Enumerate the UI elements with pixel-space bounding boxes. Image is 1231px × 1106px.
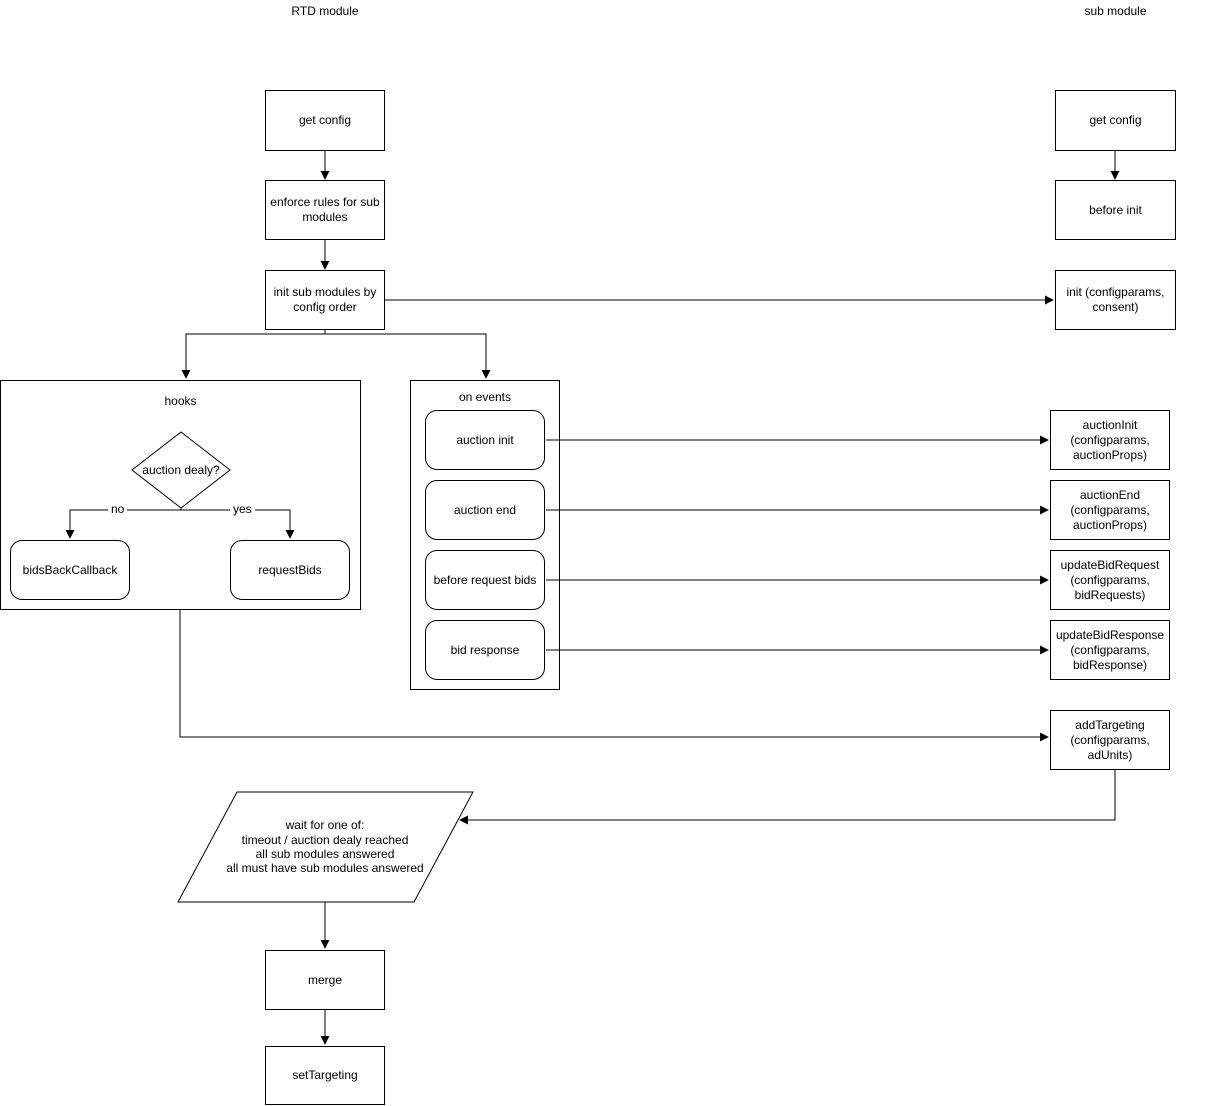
auction-end-node: auction end <box>425 480 545 540</box>
bids-back-callback-node: bidsBackCallback <box>10 540 130 600</box>
sub-auction-init-node: auctionInit (configparams, auctionProps) <box>1050 410 1170 470</box>
edge-init-to-onevents <box>324 330 491 379</box>
branch-yes-label: yes <box>230 502 255 517</box>
init-sub-modules-node: init sub modules by config order <box>265 270 385 330</box>
sub-update-bid-request-node: updateBidRequest (configparams, bidReque… <box>1050 550 1170 610</box>
on-events-title: on events <box>458 390 512 404</box>
rtd-get-config-node: get config <box>265 90 385 151</box>
sub-module-column-label: sub module <box>1084 4 1147 18</box>
rtd-module-column-label: RTD module <box>291 4 359 18</box>
merge-node: merge <box>265 950 385 1010</box>
edge-addtargeting-to-wait <box>459 770 1116 825</box>
sub-init-node: init (configparams, consent) <box>1055 270 1176 330</box>
edge-hooks-to-addtargeting <box>179 610 1049 742</box>
sub-get-config-node: get config <box>1055 90 1176 151</box>
branch-no-label: no <box>108 502 128 517</box>
auction-init-node: auction init <box>425 410 545 470</box>
hooks-container <box>0 380 361 610</box>
bid-response-node: bid response <box>425 620 545 680</box>
sub-before-init-node: before init <box>1055 180 1176 240</box>
wait-parallelogram-shape <box>177 791 474 903</box>
sub-add-targeting-node: addTargeting (configparams, adUnits) <box>1050 710 1170 770</box>
request-bids-node: requestBids <box>230 540 350 600</box>
edge-init-to-hooks <box>181 330 326 379</box>
before-request-bids-node: before request bids <box>425 550 545 610</box>
sub-update-bid-response-node: updateBidResponse (configparams, bidResp… <box>1050 620 1170 680</box>
enforce-rules-node: enforce rules for sub modules <box>265 180 385 240</box>
set-targeting-node: setTargeting <box>265 1046 385 1105</box>
sub-auction-end-node: auctionEnd (configparams, auctionProps) <box>1050 480 1170 540</box>
on-events-container <box>410 380 560 690</box>
hooks-title: hooks <box>164 394 197 408</box>
